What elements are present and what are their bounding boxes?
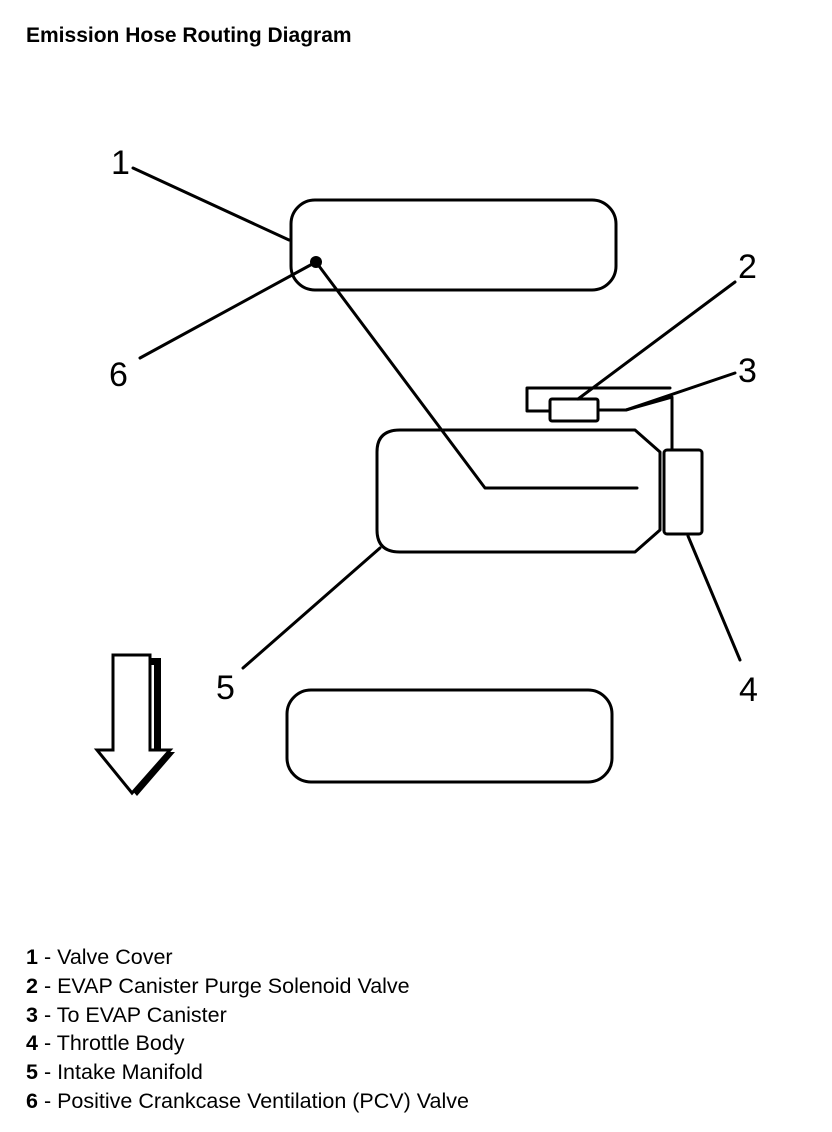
legend-number: 6	[26, 1088, 38, 1113]
purge-solenoid-valve	[548, 397, 600, 423]
canister-hose	[596, 395, 674, 452]
pcv-hose	[314, 260, 639, 490]
legend-item: 5 - Intake Manifold	[26, 1060, 203, 1085]
upper-valve-cover	[289, 198, 618, 292]
legend-number: 2	[26, 973, 38, 998]
legend-item: 6 - Positive Crankcase Ventilation (PCV)…	[26, 1088, 469, 1113]
callout-1: 1	[111, 144, 130, 182]
throttle-body	[662, 448, 704, 536]
callout-6: 6	[109, 356, 128, 394]
leader-line-4	[686, 534, 742, 662]
callout-3: 3	[738, 352, 757, 390]
purge-bracket	[525, 386, 672, 413]
legend: 1 - Valve Cover 2 - EVAP Canister Purge …	[26, 943, 469, 1116]
lower-valve-cover	[285, 688, 614, 784]
callout-4: 4	[739, 671, 758, 709]
legend-item: 4 - Throttle Body	[26, 1031, 185, 1056]
legend-item: 1 - Valve Cover	[26, 945, 173, 969]
legend-label: EVAP Canister Purge Solenoid Valve	[57, 973, 410, 998]
intake-manifold	[375, 428, 662, 554]
hose-routing-diagram: 1 2 3 4 5 6	[93, 144, 758, 796]
legend-number: 3	[26, 1002, 38, 1027]
legend-label: Intake Manifold	[57, 1060, 203, 1085]
legend-label: To EVAP Canister	[56, 1002, 227, 1027]
legend-label: Throttle Body	[56, 1031, 185, 1056]
leader-line-2	[576, 280, 737, 401]
pcv-valve-dot	[310, 256, 322, 268]
leader-line-5	[241, 546, 382, 670]
callout-2: 2	[738, 248, 757, 286]
callout-5: 5	[216, 669, 235, 707]
legend-item: 2 - EVAP Canister Purge Solenoid Valve	[26, 973, 410, 998]
legend-label: Positive Crankcase Ventilation (PCV) Val…	[57, 1088, 469, 1113]
legend-number: 1	[26, 945, 38, 969]
leader-line-1	[131, 166, 291, 242]
legend-label: Valve Cover	[57, 945, 173, 969]
front-arrow-icon	[93, 653, 175, 796]
leader-line-3	[624, 371, 737, 412]
legend-item: 3 - To EVAP Canister	[26, 1002, 227, 1027]
leader-line-6	[138, 260, 318, 360]
diagram-title: Emission Hose Routing Diagram	[26, 24, 352, 47]
legend-number: 5	[26, 1060, 38, 1085]
legend-number: 4	[26, 1031, 38, 1056]
